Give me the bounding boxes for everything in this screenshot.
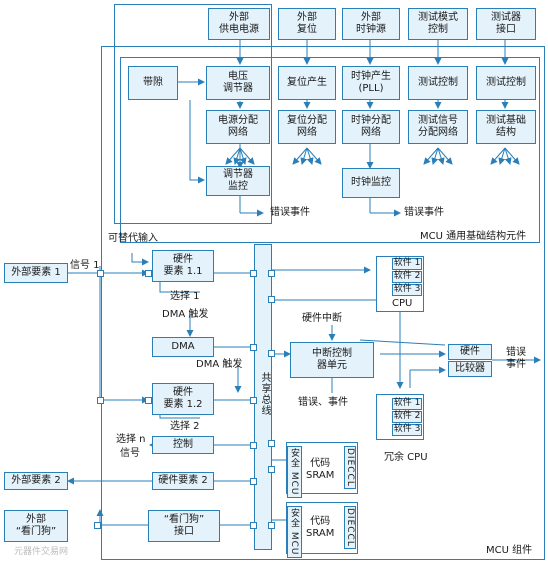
signal-n-label: 信号	[120, 448, 140, 459]
fan-arrow	[306, 147, 314, 165]
comparator: 比较器	[448, 361, 492, 377]
clock-distribution-network: 时钟分配 网络	[342, 110, 400, 144]
voltage-regulator: 电压 调节器	[206, 66, 270, 100]
watermark: 元器件交易网	[14, 547, 69, 557]
hardware-element-1-1: 硬件 要素 1.1	[152, 250, 214, 282]
clock-monitor: 时钟监控	[342, 168, 400, 198]
safety-mcu-2-label: 安全 MCU	[287, 506, 302, 558]
bus-port	[268, 466, 275, 473]
external-reset: 外部 复位	[278, 8, 336, 40]
test-mode-control: 测试模式 控制	[408, 8, 468, 40]
hardware-interrupt-label: 硬件中断	[302, 313, 342, 324]
redundant-software-3: 软件 3	[392, 424, 422, 436]
software-3: 软件 3	[392, 284, 422, 296]
mcu-component-label: MCU 组件	[486, 545, 533, 556]
bus-port	[250, 522, 257, 529]
redundant-software-2: 软件 2	[392, 411, 422, 423]
error-event-label-2: 错误事件	[404, 207, 444, 218]
clock-generation-pll: 时钟产生 (PLL)	[342, 66, 400, 100]
dieccl-1: DIECCL	[344, 446, 356, 489]
test-infrastructure: 测试基础 结构	[476, 110, 536, 144]
reset-distribution-network: 复位分配 网络	[278, 110, 336, 144]
external-clock-source: 外部 时钟源	[342, 8, 400, 40]
software-1: 软件 1	[392, 258, 422, 270]
bus-port	[250, 442, 257, 449]
power-distribution-network: 电源分配 网络	[206, 110, 270, 144]
select-n-label: 选择 n	[116, 434, 146, 445]
dma-trigger-label-2: DMA 触发	[196, 359, 243, 370]
external-element-1: 外部要素 1	[4, 263, 68, 283]
error-event-label-4: 错误 事件	[506, 347, 526, 370]
dma: DMA	[152, 337, 214, 357]
bus-port	[268, 270, 275, 277]
bus-port	[268, 440, 275, 447]
bus-port	[250, 478, 257, 485]
code-sram-1: 代码 SRAM	[306, 458, 335, 481]
bus-port	[268, 296, 275, 303]
hardware-block: 硬件	[448, 344, 492, 360]
fan-arrow	[437, 147, 453, 165]
select-2-label: 选择 2	[170, 421, 200, 432]
signal-port	[145, 397, 152, 404]
test-control-1: 测试控制	[408, 66, 468, 100]
mcu-component-frame	[101, 46, 545, 560]
fan-arrow	[225, 147, 241, 165]
software-2: 软件 2	[392, 271, 422, 283]
fan-arrow	[239, 147, 255, 165]
fan-arrow	[504, 147, 520, 165]
redundant-cpu-label: 冗余 CPU	[384, 452, 428, 463]
bus-port	[250, 344, 257, 351]
hardware-element-1-2: 硬件 要素 1.2	[152, 383, 214, 415]
regulator-monitor: 调节器 监控	[206, 166, 270, 196]
fan-arrow	[437, 147, 445, 165]
fan-arrow	[490, 147, 506, 165]
dma-trigger-label: DMA 触发	[162, 309, 209, 320]
test-signal-distribution-network: 测试信号 分配网络	[408, 110, 468, 144]
external-element-2: 外部要素 2	[4, 472, 68, 490]
hardware-element-2: 硬件要素 2	[152, 472, 214, 490]
fan-arrow	[233, 147, 241, 165]
bus-port	[268, 350, 275, 357]
bus-port	[250, 397, 257, 404]
bus-port	[268, 522, 275, 529]
shared-bus-label: 共享总线	[259, 372, 270, 416]
signal-1-label: 信号 1	[70, 260, 100, 271]
control: 控制	[152, 436, 214, 454]
signal-port	[97, 270, 104, 277]
alternative-input-label: 可替代输入	[108, 233, 158, 244]
reset-generation: 复位产生	[278, 66, 336, 100]
redundant-software-1: 软件 1	[392, 398, 422, 410]
dieccl-2: DIECCL	[344, 506, 356, 549]
fan-arrow	[300, 147, 308, 165]
cpu-label: CPU	[392, 298, 413, 309]
fan-arrow	[292, 147, 308, 165]
test-control-2: 测试控制	[476, 66, 536, 100]
fan-arrow	[431, 147, 439, 165]
fan-arrow	[239, 147, 247, 165]
error-event-label-3: 错误、事件	[298, 397, 348, 408]
bandgap: 带隙	[128, 66, 178, 100]
fan-arrow	[306, 147, 322, 165]
signal-port	[94, 522, 101, 529]
external-power-supply: 外部 供电电源	[208, 8, 270, 40]
signal-port	[145, 270, 152, 277]
tester-interface: 测试器 接口	[476, 8, 536, 40]
fan-arrow	[423, 147, 439, 165]
interrupt-controller-unit: 中断控制 器单元	[290, 342, 374, 378]
error-event-label-1: 错误事件	[270, 207, 310, 218]
code-sram-2: 代码 SRAM	[306, 516, 335, 539]
select-1-label: 选择 1	[170, 291, 200, 302]
mcu-infrastructure-label: MCU 通用基础结构元件	[420, 231, 527, 242]
fan-arrow	[504, 147, 512, 165]
watchdog-interface: “看门狗” 接口	[148, 510, 220, 542]
infrastructure-frame	[120, 57, 540, 243]
bus-port	[250, 270, 257, 277]
external-watchdog: 外部 “看门狗”	[4, 510, 68, 542]
fan-arrow	[498, 147, 506, 165]
safety-mcu-1-label: 安全 MCU	[287, 446, 302, 498]
signal-port	[97, 397, 104, 404]
power-domain-frame	[114, 4, 272, 224]
